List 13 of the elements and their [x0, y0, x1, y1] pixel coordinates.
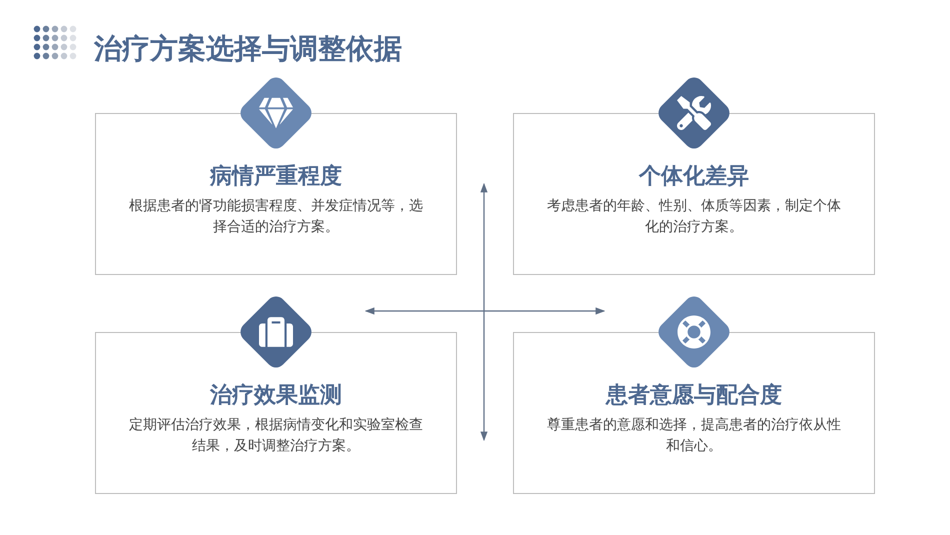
card-text: 考虑患者的年龄、性别、体质等因素，制定个体化的治疗方案。	[546, 197, 842, 237]
card-heading: 个体化差异	[639, 163, 749, 191]
info-card	[95, 332, 457, 494]
card-text: 根据患者的肾功能损害程度、并发症情况等，选择合适的治疗方案。	[128, 197, 424, 237]
card-heading: 病情严重程度	[210, 162, 342, 191]
info-card	[513, 332, 875, 494]
card-text: 定期评估治疗效果，根据病情变化和实验室检查结果，及时调整治疗方案。	[128, 416, 424, 456]
card-heading: 患者意愿与配合度	[606, 382, 782, 410]
info-card	[95, 113, 457, 275]
card-heading: 治疗效果监测	[210, 382, 342, 410]
info-card	[513, 113, 875, 275]
title: 治疗方案选择与调整依据	[94, 31, 402, 67]
card-text: 尊重患者的意愿和选择，提高患者的治疗依从性和信心。	[546, 416, 842, 456]
